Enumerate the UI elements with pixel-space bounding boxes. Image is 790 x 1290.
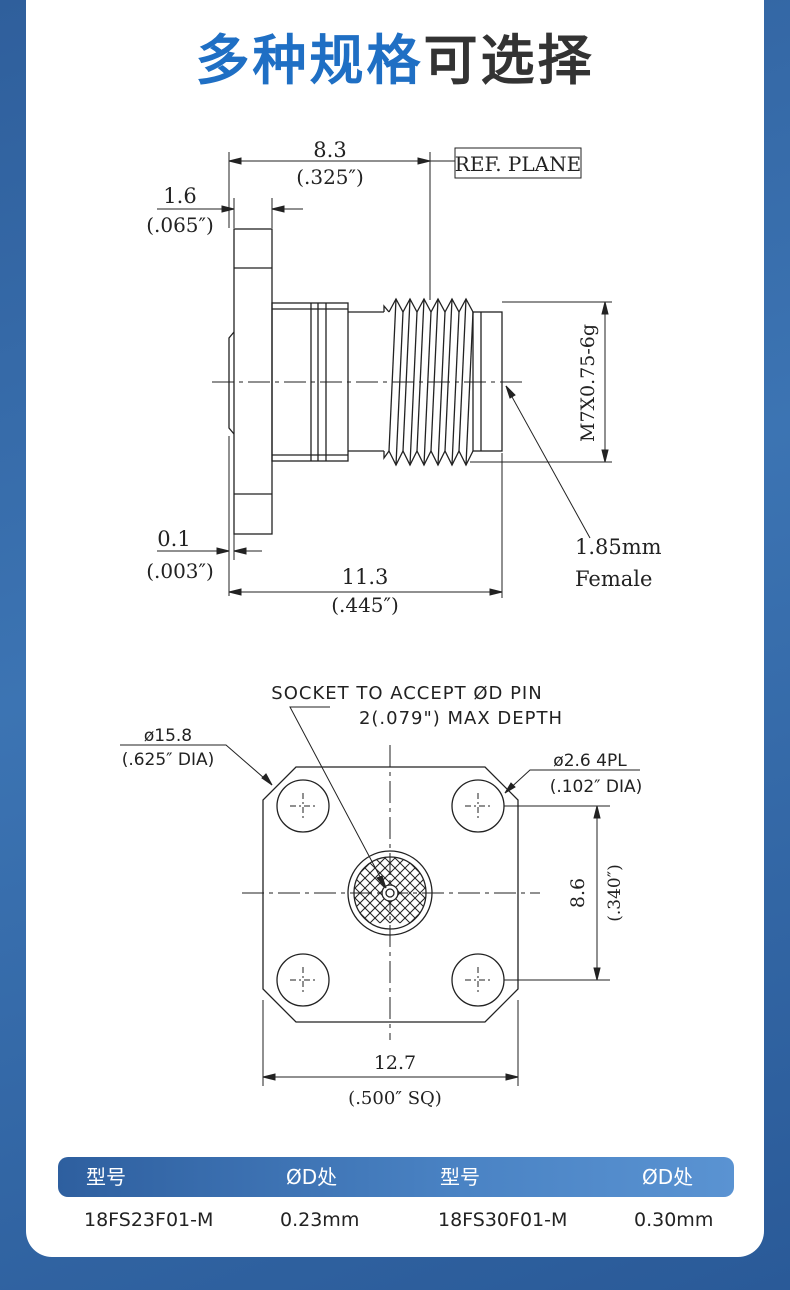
side-view-dimensions bbox=[157, 147, 612, 598]
title-rest: 可选择 bbox=[423, 29, 595, 92]
front-view-body bbox=[242, 745, 540, 1040]
socket-label-2: 2(.079") MAX DEPTH bbox=[359, 708, 563, 729]
title-highlight: 多种规格 bbox=[195, 29, 424, 92]
dim-flange-in: (.065″) bbox=[146, 213, 214, 237]
dia-label: ø15.8 bbox=[144, 726, 192, 746]
spec-table-header: 型号 ØD处 型号 ØD处 bbox=[58, 1157, 734, 1197]
spacing-label-in: (.340″) bbox=[605, 864, 625, 921]
cell-model-2: 18FS30F01-M bbox=[438, 1209, 568, 1231]
thread-label: M7X0.75-6g bbox=[577, 324, 599, 442]
dim-flange: 1.6 bbox=[163, 184, 196, 208]
dim-total: 8.3 bbox=[313, 138, 346, 162]
socket-label-1: SOCKET TO ACCEPT ØD PIN bbox=[271, 683, 542, 704]
front-view-labels: SOCKET TO ACCEPT ØD PIN 2(.079") MAX DEP… bbox=[122, 683, 643, 1109]
dim-length-in: (.445″) bbox=[331, 593, 399, 617]
spacing-label: 8.6 bbox=[567, 878, 589, 908]
width-label: 12.7 bbox=[374, 1052, 416, 1074]
dim-total-in: (.325″) bbox=[296, 165, 364, 189]
page-title: 多种规格可选择 bbox=[0, 26, 790, 96]
dim-small-in: (.003″) bbox=[146, 559, 214, 583]
front-view-dimensions bbox=[120, 706, 640, 1086]
cell-model-1: 18FS23F01-M bbox=[84, 1209, 214, 1231]
hole-label: ø2.6 4PL bbox=[553, 751, 627, 771]
header-pin-1: ØD处 bbox=[286, 1165, 338, 1189]
dim-length: 11.3 bbox=[342, 565, 389, 589]
ref-plane-label: REF. PLANE bbox=[455, 152, 581, 176]
dia-label-in: (.625″ DIA) bbox=[122, 750, 215, 770]
connector-gender: Female bbox=[575, 567, 652, 591]
connector-size: 1.85mm bbox=[575, 535, 662, 559]
side-view-body bbox=[212, 228, 525, 535]
cell-pin-1: 0.23mm bbox=[280, 1209, 360, 1231]
header-model-1: 型号 bbox=[86, 1165, 126, 1189]
width-label-in: (.500″ SQ) bbox=[348, 1088, 442, 1109]
content-card bbox=[26, 0, 764, 1257]
technical-drawing: 8.3 (.325″) REF. PLANE 1.6 (.065″) M7X0.… bbox=[120, 138, 662, 1109]
dim-small: 0.1 bbox=[157, 527, 190, 551]
header-pin-2: ØD处 bbox=[642, 1165, 694, 1189]
hole-label-in: (.102″ DIA) bbox=[550, 777, 643, 797]
spec-table-row: 18FS23F01-M 0.23mm 18FS30F01-M 0.30mm bbox=[58, 1200, 734, 1240]
side-view-labels: 8.3 (.325″) REF. PLANE 1.6 (.065″) M7X0.… bbox=[146, 138, 661, 617]
header-model-2: 型号 bbox=[440, 1165, 480, 1189]
cell-pin-2: 0.30mm bbox=[634, 1209, 714, 1231]
